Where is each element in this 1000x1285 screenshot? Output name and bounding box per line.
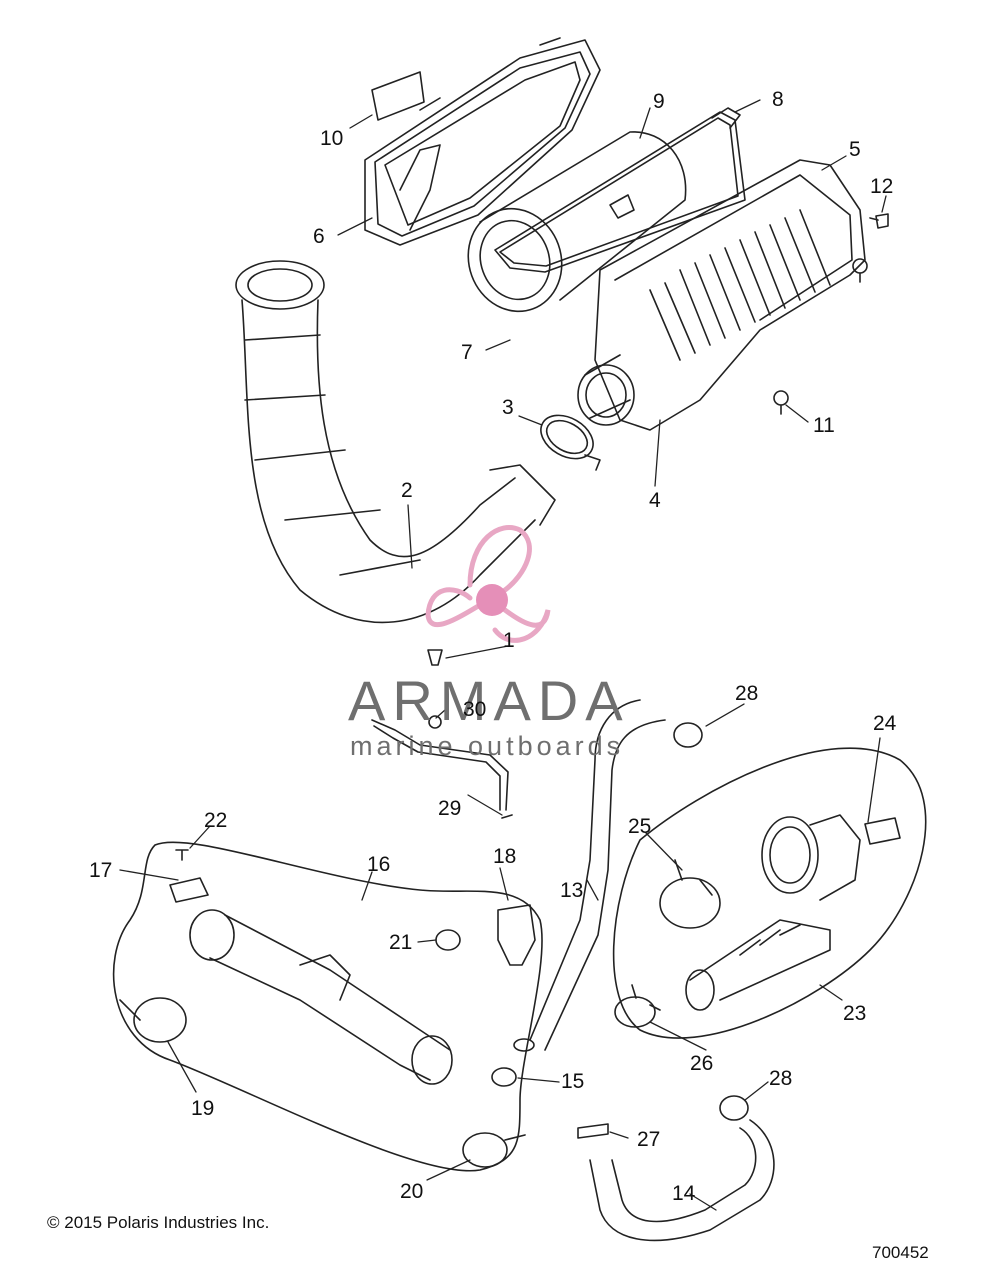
callout-9: 9 [653, 90, 665, 113]
callout-12: 12 [870, 175, 894, 198]
callout-4: 4 [649, 489, 661, 512]
part-3-clamp [540, 414, 601, 471]
callout-19: 19 [191, 1097, 215, 1120]
part-10-decal [371, 71, 425, 121]
callout-10: 10 [320, 127, 344, 150]
part-18-valve [497, 904, 536, 966]
callout-5: 5 [849, 138, 861, 161]
part-26-clamp [614, 984, 661, 1028]
part-19-clamp [119, 997, 187, 1043]
callout-18: 18 [493, 845, 517, 868]
diagram-reference-number: 700452 [872, 1243, 929, 1262]
callout-11: 11 [813, 414, 835, 437]
callout-28-lower: 28 [769, 1067, 793, 1090]
part-17-sensor [169, 877, 209, 903]
part-1-plug [427, 649, 443, 666]
watermark-tagline: marine outboards [350, 731, 625, 761]
callout-27: 27 [637, 1128, 661, 1151]
watermark-brand-text: ARMADA [348, 669, 630, 732]
part-16-duct-assembly [112, 841, 543, 1172]
callout-14: 14 [672, 1182, 696, 1205]
callout-29: 29 [438, 797, 462, 820]
part-8-clip [711, 107, 741, 129]
part-6-airbox-cover [364, 37, 601, 246]
part-2-intake-duct [235, 260, 556, 624]
callout-23: 23 [843, 1002, 867, 1025]
part-23-duct-assembly [612, 747, 927, 1039]
part-29-30-vent-hose [371, 715, 513, 819]
part-11-fasteners [773, 258, 868, 415]
part-27-hose-piece [577, 1123, 609, 1139]
part-15-clamp [491, 1067, 517, 1087]
callout-2: 2 [401, 479, 413, 502]
callout-6: 6 [313, 225, 325, 248]
callout-21: 21 [389, 931, 413, 954]
callout-28-upper: 28 [735, 682, 759, 705]
callout-25: 25 [628, 815, 652, 838]
propeller-logo-icon [425, 525, 551, 643]
callout-20: 20 [400, 1180, 424, 1203]
callout-3: 3 [502, 396, 514, 419]
part-12-fastener [869, 213, 889, 229]
callout-26: 26 [690, 1052, 714, 1075]
part-5-airbox-base [577, 159, 866, 431]
callout-16: 16 [367, 853, 391, 876]
part-9-air-filter [467, 131, 687, 313]
callout-15: 15 [561, 1070, 585, 1093]
part-14-hose [589, 1119, 775, 1242]
callout-17: 17 [89, 859, 113, 882]
leader-lines [119, 99, 887, 1211]
part-20-clamp [462, 1132, 526, 1168]
callout-22: 22 [204, 809, 228, 832]
part-28-clamp-lower [719, 1095, 749, 1121]
callout-8: 8 [772, 88, 784, 111]
part-7-seal [494, 111, 746, 273]
part-28-clamp-upper [673, 722, 703, 748]
callout-7: 7 [461, 341, 473, 364]
copyright-notice: © 2015 Polaris Industries Inc. [47, 1213, 270, 1232]
part-13-hose [513, 699, 666, 1052]
callout-30: 30 [463, 698, 487, 721]
part-24-sensor [864, 817, 901, 845]
callout-1: 1 [503, 629, 515, 652]
part-22-screw [175, 849, 189, 861]
callout-13: 13 [560, 879, 584, 902]
callout-24: 24 [873, 712, 897, 735]
